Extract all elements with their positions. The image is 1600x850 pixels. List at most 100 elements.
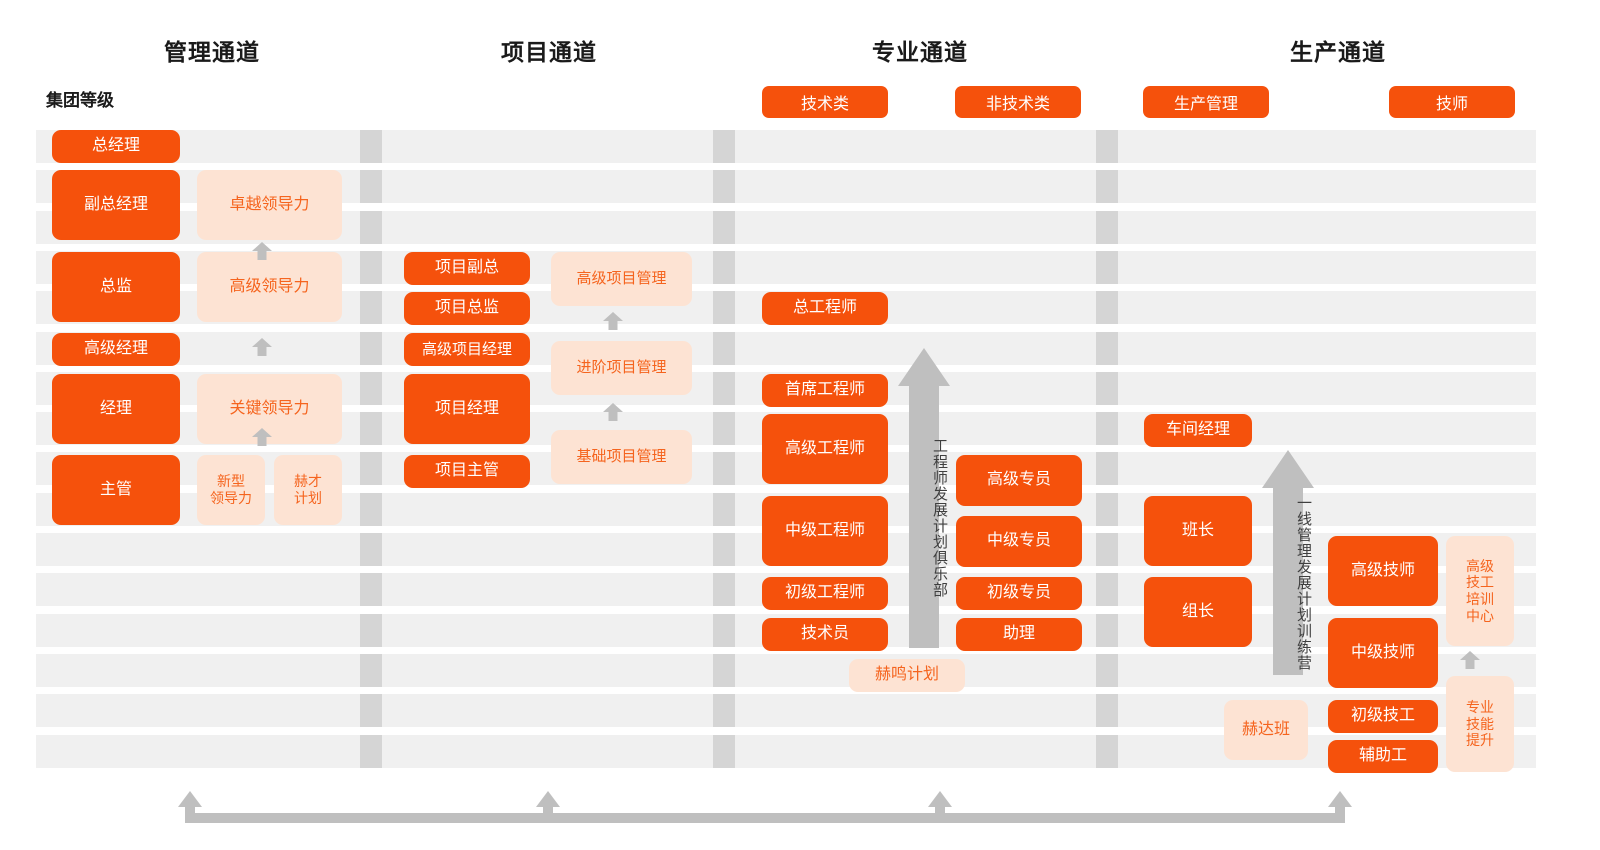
column-separator (360, 492, 382, 526)
column-separator (1096, 291, 1118, 325)
column-separator (713, 533, 735, 566)
grade-row (36, 130, 1536, 163)
column-separator (1096, 210, 1118, 244)
column-separator (360, 533, 382, 566)
column-separator (1096, 653, 1118, 687)
role-box-adv-proj-mgmt[interactable]: 高级项目管理 (551, 252, 692, 306)
role-box-deputy-gm[interactable]: 副总经理 (52, 170, 180, 240)
category-pill-technician[interactable]: 技师 (1389, 86, 1515, 118)
column-separator (1096, 331, 1118, 365)
role-box-mid-engineer[interactable]: 中级工程师 (762, 496, 888, 566)
role-box-junior-engineer[interactable]: 初级工程师 (762, 577, 888, 610)
column-separator (713, 653, 735, 687)
role-box-junior-specialist[interactable]: 初级专员 (956, 577, 1082, 610)
column-separator (713, 613, 735, 647)
up-arrow-icon (603, 312, 623, 330)
rail-bar (190, 813, 1345, 823)
column-separator (713, 210, 735, 244)
column-separator (713, 170, 735, 204)
role-box-project-manager[interactable]: 项目经理 (404, 374, 530, 444)
role-box-project-vp[interactable]: 项目副总 (404, 252, 530, 285)
column-separator (1096, 533, 1118, 566)
column-separator (713, 573, 735, 607)
role-box-hecai-plan[interactable]: 赫才 计划 (274, 455, 342, 525)
role-box-senior-engineer[interactable]: 高级工程师 (762, 414, 888, 484)
column-separator (1096, 734, 1118, 768)
column-separator (1096, 694, 1118, 728)
column-separator (1096, 371, 1118, 405)
role-box-supervisor[interactable]: 主管 (52, 455, 180, 525)
ribbon-label: 一线管理发展计划训练营 (1295, 494, 1312, 671)
column-separator (360, 734, 382, 768)
program-ribbon-frontline-camp: 一线管理发展计划训练营 (1262, 450, 1314, 675)
column-separator (1096, 452, 1118, 486)
role-box-key-leadership[interactable]: 关键领导力 (197, 374, 342, 444)
role-box-heda-class[interactable]: 赫达班 (1224, 700, 1308, 760)
ribbon-arrow-icon (898, 348, 950, 648)
column-separator (1096, 250, 1118, 284)
column-separator (713, 130, 735, 163)
role-box-senior-pm[interactable]: 高级项目经理 (404, 333, 530, 366)
column-separator (1096, 170, 1118, 204)
role-box-technician-role[interactable]: 技术员 (762, 618, 888, 651)
column-separator (713, 371, 735, 405)
column-separator (360, 170, 382, 204)
column-separator (713, 412, 735, 446)
role-box-manager[interactable]: 经理 (52, 374, 180, 444)
role-box-group-leader[interactable]: 组长 (1144, 577, 1252, 647)
column-separator (360, 573, 382, 607)
role-box-workshop-manager[interactable]: 车间经理 (1144, 414, 1252, 447)
role-box-project-supervisor[interactable]: 项目主管 (404, 455, 530, 488)
role-box-junior-worker[interactable]: 初级技工 (1328, 700, 1438, 733)
column-separator (1096, 130, 1118, 163)
role-box-principal-engineer[interactable]: 首席工程师 (762, 374, 888, 407)
role-box-general-manager[interactable]: 总经理 (52, 130, 180, 163)
category-pill-technical[interactable]: 技术类 (762, 86, 888, 118)
column-separator (713, 291, 735, 325)
column-separator (360, 250, 382, 284)
role-box-basic-proj-mgmt[interactable]: 基础项目管理 (551, 430, 692, 484)
role-box-inter-proj-mgmt[interactable]: 进阶项目管理 (551, 341, 692, 395)
role-box-senior-specialist[interactable]: 高级专员 (956, 455, 1082, 506)
column-separator (360, 210, 382, 244)
role-box-assistant[interactable]: 助理 (956, 618, 1082, 651)
role-box-director[interactable]: 总监 (52, 252, 180, 322)
ribbon-arrow-icon (1262, 450, 1314, 675)
program-ribbon-engineer-club: 工程师发展计划俱乐部 (898, 348, 950, 648)
column-separator (713, 734, 735, 768)
ribbon-label: 工程师发展计划俱乐部 (931, 438, 948, 598)
grade-axis-label: 集团等级 (46, 91, 114, 110)
role-box-chief-engineer[interactable]: 总工程师 (762, 292, 888, 325)
column-separator (713, 492, 735, 526)
rail-up-arrow-icon (178, 791, 202, 823)
role-box-team-leader[interactable]: 班长 (1144, 496, 1252, 566)
role-box-helper-worker[interactable]: 辅助工 (1328, 740, 1438, 773)
column-separator (360, 452, 382, 486)
column-separator (1096, 573, 1118, 607)
column-separator (360, 291, 382, 325)
role-box-mid-technician[interactable]: 中级技师 (1328, 618, 1438, 688)
column-separator (1096, 412, 1118, 446)
column-separator (1096, 492, 1118, 526)
role-box-senior-skill-center[interactable]: 高级 技工 培训 中心 (1446, 536, 1514, 646)
column-separator (1096, 613, 1118, 647)
role-box-project-director[interactable]: 项目总监 (404, 292, 530, 325)
role-box-senior-manager[interactable]: 高级经理 (52, 333, 180, 366)
rail-up-arrow-icon (1328, 791, 1352, 823)
role-box-new-leadership[interactable]: 新型 领导力 (197, 455, 265, 525)
role-box-pro-skill-upgrade[interactable]: 专业 技能 提升 (1446, 676, 1514, 772)
role-box-heming-plan[interactable]: 赫鸣计划 (849, 659, 965, 692)
role-box-senior-technician[interactable]: 高级技师 (1328, 536, 1438, 606)
role-box-senior-leadership[interactable]: 高级领导力 (197, 252, 342, 322)
up-arrow-icon (603, 403, 623, 421)
column-separator (713, 452, 735, 486)
role-box-mid-specialist[interactable]: 中级专员 (956, 516, 1082, 567)
grade-row (36, 331, 1536, 365)
category-pill-non-technical[interactable]: 非技术类 (955, 86, 1081, 118)
channel-title-professional: 专业通道 (872, 39, 968, 65)
column-separator (360, 694, 382, 728)
category-pill-production-mgmt[interactable]: 生产管理 (1143, 86, 1269, 118)
column-separator (360, 331, 382, 365)
role-box-excellent-leadership[interactable]: 卓越领导力 (197, 170, 342, 240)
